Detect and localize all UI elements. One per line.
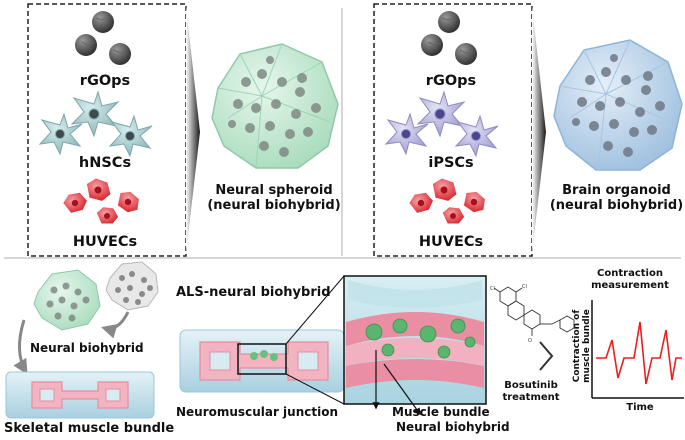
contraction-title-line1: Contraction — [597, 268, 663, 279]
huvec-cells-left — [63, 178, 139, 224]
graph-ylabel-line2: muscle bundle — [582, 309, 593, 383]
neural-spheroid-label: Neural spheroid (neural biohybrid) — [204, 183, 344, 214]
next-step-arrow — [539, 341, 554, 371]
svg-text:O: O — [528, 338, 532, 344]
brain-organoid-label: Brain organoid (neural biohybrid) — [548, 183, 685, 214]
neural-biohybrid-small — [33, 269, 101, 331]
hnscs-label: hNSCs — [78, 155, 132, 171]
graph-ylabel-line1: Contraction of — [572, 309, 582, 383]
als-neural-biohybrid — [105, 261, 159, 311]
bosutinib-structure-icon: Cl Cl O — [490, 284, 575, 344]
zoom-line-bottom — [285, 373, 345, 405]
combine-arrow-left — [186, 6, 200, 254]
svg-text:Cl: Cl — [522, 284, 527, 290]
ipscs-label: iPSCs — [428, 155, 474, 171]
als-arrow — [101, 311, 130, 339]
brain-organoid-title: Brain organoid — [562, 183, 671, 198]
muscle-bundle-label: Muscle bundle — [392, 405, 490, 419]
rgo-particles-left — [75, 11, 131, 65]
als-biohybrid-label: ALS-neural biohybrid — [176, 285, 331, 300]
svg-text:Cl: Cl — [490, 286, 495, 292]
huvecs-label-left: HUVECs — [72, 234, 138, 250]
neural-spheroid-title: Neural spheroid — [215, 183, 333, 198]
rgo-particles-right — [421, 11, 477, 65]
zoom-view — [343, 275, 487, 405]
contraction-graph — [591, 300, 684, 399]
bosutinib-line1: Bosutinib — [504, 380, 558, 391]
ipsc-cells — [384, 90, 499, 158]
brain-organoid — [553, 39, 683, 171]
graph-xlabel: Time — [626, 402, 654, 413]
huvecs-label-right: HUVECs — [418, 234, 484, 250]
contraction-signal — [596, 321, 682, 385]
nmj-label: Neuromuscular junction — [176, 405, 338, 419]
contraction-measurement-title: Contraction measurement — [580, 268, 680, 291]
contraction-title-line2: measurement — [591, 279, 669, 291]
brain-organoid-subtitle: (neural biohybrid) — [549, 197, 684, 213]
neural-biohybrid-label: Neural biohybrid — [30, 341, 144, 355]
huvec-cells-right — [409, 178, 485, 224]
skeletal-muscle-chip — [5, 371, 155, 419]
hnsc-cells — [38, 90, 153, 158]
combine-arrow-right — [532, 6, 546, 254]
bosutinib-line2: treatment — [502, 391, 560, 403]
graph-ylabel: Contraction of muscle bundle — [572, 298, 593, 394]
neural-spheroid-subtitle: (neural biohybrid) — [207, 197, 341, 213]
rgops-label-left: rGOps — [79, 73, 131, 89]
bosutinib-label: Bosutinib treatment — [488, 380, 574, 403]
seed-arrow — [13, 319, 28, 375]
pointer-neural — [383, 363, 421, 416]
rgops-label-right: rGOps — [425, 73, 477, 89]
neural-spheroid — [211, 43, 339, 169]
nmj-chip — [179, 329, 345, 393]
skeletal-muscle-label: Skeletal muscle bundle — [4, 421, 175, 436]
neural-biohybrid-zoom-label: Neural biohybrid — [396, 420, 510, 434]
zoom-line-top — [285, 275, 345, 345]
